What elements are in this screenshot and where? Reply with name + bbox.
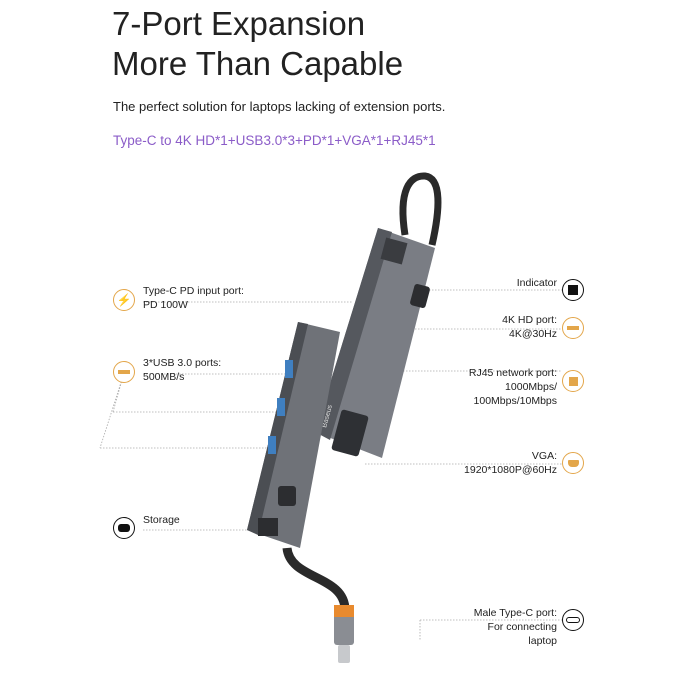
card-slot-icon: [113, 517, 135, 539]
top-cable: [399, 172, 442, 246]
hd-title: 4K HD port:: [502, 314, 557, 326]
usb-callout: 3*USB 3.0 ports: 500MB/s: [143, 356, 221, 384]
bottom-cable: [282, 547, 350, 611]
title-line-1: 7-Port Expansion: [112, 5, 366, 42]
vga-port-icon: [562, 452, 584, 474]
usb-title: 3*USB 3.0 ports:: [143, 357, 222, 369]
typec-title: Male Type-C port:: [473, 607, 557, 619]
rj45-callout: RJ45 network port: 1000Mbps/100Mbps/10Mbp…: [469, 366, 557, 408]
rj45-value-2: 100Mbps/10Mbps: [473, 395, 557, 407]
subtitle: The perfect solution for laptops lacking…: [113, 99, 446, 114]
hd-value: 4K@30Hz: [508, 328, 557, 340]
port-spec: Type-C to 4K HD*1+USB3.0*3+PD*1+VGA*1+RJ…: [113, 133, 436, 148]
lightning-icon: ⚡: [113, 289, 135, 311]
type-c-callout: Male Type-C port: For connecting laptop: [474, 606, 557, 648]
usb-port-icon: [113, 361, 135, 383]
square-indicator-icon: [562, 279, 584, 301]
rj45-value-1: 1000Mbps/: [505, 381, 557, 393]
usb-value: 500MB/s: [143, 371, 185, 383]
ethernet-port-icon: [562, 370, 584, 392]
type-c-icon: [562, 609, 584, 631]
pd-value: PD 100W: [143, 299, 188, 311]
hdmi-port-icon: [562, 317, 584, 339]
vga-value: 1920*1080P@60Hz: [464, 464, 557, 476]
front-hub: [247, 322, 340, 548]
storage-callout: Storage: [143, 514, 180, 526]
pd-port-callout: Type-C PD input port: PD 100W: [143, 284, 244, 312]
hd-callout: 4K HD port: 4K@30Hz: [502, 313, 557, 341]
vga-callout: VGA: 1920*1080P@60Hz: [464, 449, 557, 477]
typec-value-1: For connecting: [487, 621, 557, 633]
vga-title: VGA:: [531, 450, 557, 462]
title-line-2: More Than Capable: [112, 45, 404, 82]
pd-title: Type-C PD input port:: [143, 285, 244, 297]
indicator-callout: Indicator: [516, 277, 557, 289]
back-hub: [315, 228, 435, 458]
rj45-title: RJ45 network port:: [468, 367, 557, 379]
typec-value-2: laptop: [528, 635, 557, 647]
